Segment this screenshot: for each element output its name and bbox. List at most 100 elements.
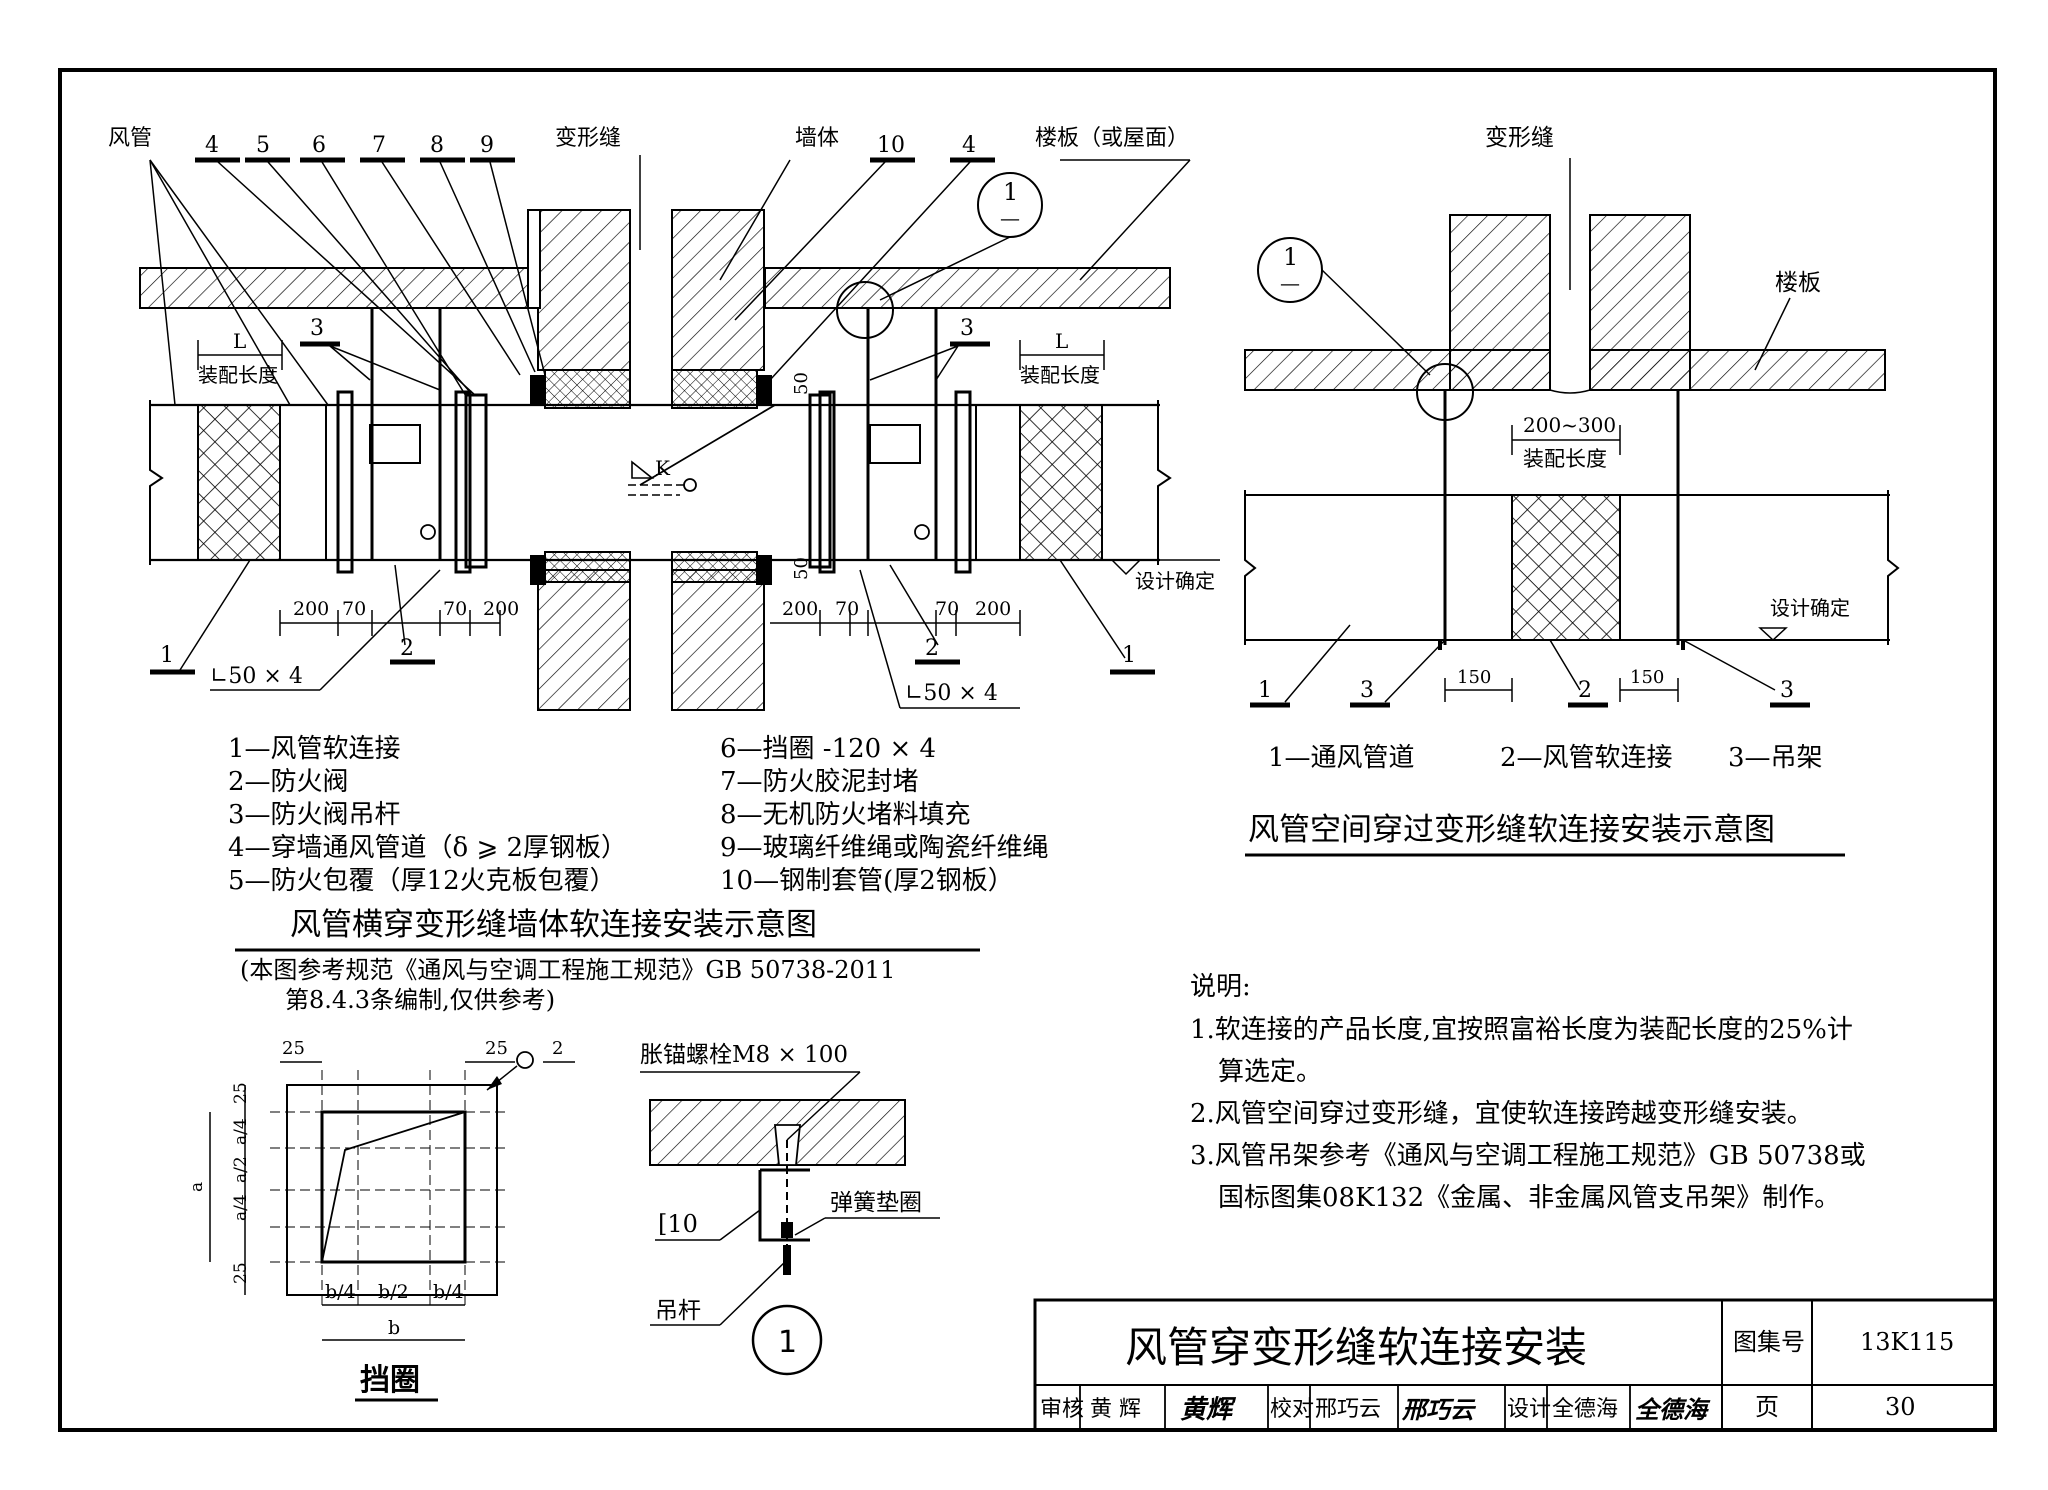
designer-name: 全德海 [1552, 1397, 1618, 1422]
legend-item: 1—风管软连接 [228, 734, 401, 764]
wall-left-lower [537, 569, 631, 711]
seal-block [530, 555, 546, 585]
label-floor: 楼板（或屋面） [1035, 126, 1189, 151]
dim-70-c: 70 [835, 598, 859, 620]
label-6: 6 [312, 133, 326, 158]
dim-200-b: 200 [483, 598, 519, 620]
wall-left-upper [537, 209, 631, 371]
k-label: K [655, 456, 671, 480]
infill-upper-right [671, 369, 758, 409]
ring-dim-bottom: b/4 [433, 1281, 464, 1303]
ring-dim-left: 25 [231, 1082, 251, 1104]
assembly-len-right: 装配长度 [1020, 363, 1100, 387]
wall-offset-upper [527, 209, 541, 309]
checker-name: 邢巧云 [1315, 1397, 1381, 1422]
label-3-right: 3 [960, 316, 974, 341]
detail-ref-num-right: 1 [1283, 243, 1298, 271]
dim-150-a: 150 [1457, 667, 1491, 688]
label-floor-right: 楼板 [1775, 270, 1821, 296]
right-legend-item: 3—吊架 [1728, 743, 1823, 773]
ring-dim-left: a/2 [231, 1156, 251, 1183]
reference-line: 第8.4.3条编制,仅供参考) [285, 986, 555, 1014]
infill-upper-left [544, 369, 631, 409]
note-line: 算选定。 [1218, 1057, 1322, 1087]
flanges-right [808, 390, 977, 574]
designer-signature: 全德海 [1635, 1395, 1711, 1424]
legend-item: 9—玻璃纤维绳或陶瓷纤维绳 [720, 833, 1049, 863]
flexible-connection [1511, 494, 1621, 641]
floor-slab-right [764, 267, 1171, 309]
ring-dim-bottom: b/4 [325, 1281, 356, 1303]
legend-item: 3—防火阀吊杆 [228, 800, 401, 830]
sheet-title: 风管穿变形缝软连接安装 [1125, 1323, 1587, 1372]
design-level-right: 设计确定 [1770, 596, 1850, 620]
ring-detail: 25 25 2 25 a/4 a/2 a/4 25 a b/4 b/2 b/4 … [187, 1038, 575, 1402]
right-legend-item: 2—风管软连接 [1500, 743, 1673, 773]
label-2-right: 2 [925, 636, 939, 661]
atlas-number: 13K115 [1860, 1328, 1954, 1356]
wall-right-b [1589, 214, 1691, 391]
dim-70-d: 70 [935, 598, 959, 620]
label-1-right: 1 [1122, 643, 1136, 668]
infill-lower-right [671, 551, 758, 583]
page-number: 30 [1885, 1393, 1916, 1421]
anchor-bolt-label: 胀锚螺栓M8 × 100 [640, 1042, 848, 1068]
gap-50-lower: 50 [791, 557, 812, 580]
note-line: 3.风管吊架参考《通风与空调工程施工规范》GB 50738或 [1190, 1141, 1866, 1171]
rod-label: 吊杆 [655, 1298, 701, 1324]
assembly-len-right-diagram: 装配长度 [1523, 447, 1607, 471]
atlas-label: 图集号 [1733, 1328, 1805, 1356]
label-9: 9 [480, 133, 494, 158]
dim-L-left: L [233, 329, 246, 353]
legend-left: 1—风管软连接 2—防火阀 3—防火阀吊杆 4—穿墙通风管道（δ ⩾ 2厚钢板）… [228, 734, 1049, 896]
legend-item: 7—防火胶泥封堵 [720, 767, 919, 797]
infill-lower-left [544, 551, 631, 583]
ring-detail-title: 挡圈 [360, 1363, 420, 1398]
legend-item: 2—防火阀 [228, 767, 349, 797]
notes: 说明: 1.软连接的产品长度,宜按照富裕长度为装配长度的25%计 算选定。 2.… [1190, 972, 1866, 1213]
label-1-left: 1 [160, 643, 174, 668]
label-wall: 墙体 [795, 126, 839, 151]
floor-slab-left [139, 267, 539, 309]
ring-dim-top: 2 [552, 1038, 563, 1059]
legend-item: 8—无机防火堵料填充 [720, 800, 971, 830]
reference-line: (本图参考规范《通风与空调工程施工规范》GB 50738-2011 [240, 956, 895, 984]
label-8: 8 [430, 133, 444, 158]
hanger-rods [370, 308, 938, 560]
dim-200-d: 200 [975, 598, 1011, 620]
span-dim: 200~300 [1523, 413, 1616, 437]
fire-damper-left [369, 424, 421, 464]
wall-right-upper [671, 209, 765, 371]
ring-dim-top: 25 [282, 1038, 305, 1059]
label-duct: 风管 [108, 126, 152, 151]
right-diagram-title: 风管空间穿过变形缝软连接安装示意图 [1248, 812, 1775, 848]
channel-label: [10 [658, 1210, 698, 1238]
wall-right-a [1449, 214, 1551, 391]
right-legend-item: 1—通风管道 [1268, 743, 1415, 773]
detail1-number: 1 [778, 1325, 797, 1360]
ring-dim-a: a [187, 1182, 207, 1192]
fire-damper-right [869, 424, 921, 464]
label-r3b: 3 [1780, 678, 1794, 703]
notes-heading: 说明: [1190, 972, 1251, 1002]
ring-dim-top: 25 [485, 1038, 508, 1059]
dim-70-b: 70 [443, 598, 467, 620]
k-point [683, 478, 697, 492]
legend-item: 10—钢制套管(厚2钢板） [720, 866, 1014, 896]
label-r1: 1 [1258, 678, 1272, 703]
page-label: 页 [1755, 1393, 1779, 1421]
spring-washer-label: 弹簧垫圈 [830, 1190, 922, 1216]
seal-block [530, 375, 546, 405]
left-diagram: K 1 — 风管 4 5 6 7 8 9 变形缝 墙 [108, 126, 1220, 711]
dim-L-right: L [1055, 329, 1068, 353]
label-r2: 2 [1578, 678, 1592, 703]
detail-callout-circle [836, 281, 894, 339]
ring-dim-b: b [388, 1317, 400, 1339]
label-4-right: 4 [962, 133, 976, 158]
ring-dim-left: a/4 [231, 1118, 251, 1145]
detail-ref-den-right: — [1280, 271, 1300, 295]
label-4: 4 [205, 133, 219, 158]
label-2-left: 2 [400, 636, 414, 661]
label-3-left: 3 [310, 316, 324, 341]
